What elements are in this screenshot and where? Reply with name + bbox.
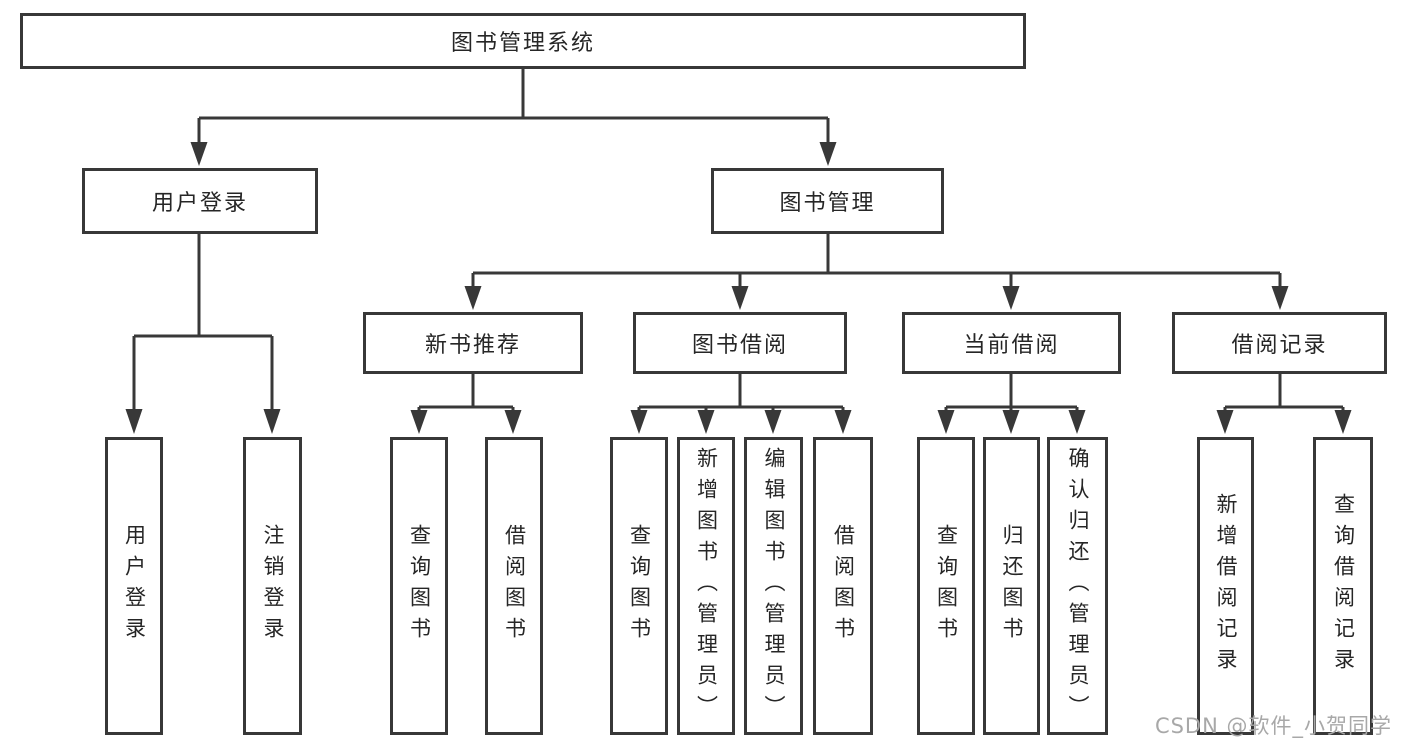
node-user-login: 用户登录	[82, 168, 318, 234]
node-library-system: 图书管理系统	[20, 13, 1026, 69]
leaf-add-book-admin: 新增图书（管理员）	[677, 437, 735, 735]
node-book-management: 图书管理	[711, 168, 944, 234]
leaf-confirm-return-admin: 确认归还（管理员）	[1047, 437, 1108, 735]
leaf-label: 新增借阅记录	[1214, 493, 1238, 679]
leaf-return-book: 归还图书	[983, 437, 1040, 735]
leaf-label: 编辑图书（管理员）	[762, 446, 786, 726]
node-borrow-records: 借阅记录	[1172, 312, 1387, 374]
leaf-label: 用户登录	[122, 524, 147, 648]
leaf-label: 借阅图书	[502, 524, 527, 648]
leaf-label: 注销登录	[261, 524, 285, 648]
leaf-borrow-book: 借阅图书	[813, 437, 873, 735]
leaf-label: 新增图书（管理员）	[694, 446, 719, 726]
leaf-label: 查询借阅记录	[1331, 493, 1356, 679]
leaf-label: 归还图书	[1000, 524, 1024, 648]
watermark: CSDN @软件_小贺同学	[1154, 714, 1392, 738]
leaf-label: 借阅图书	[831, 524, 856, 648]
node-current-borrow: 当前借阅	[902, 312, 1121, 374]
leaf-query-borrow-record: 查询借阅记录	[1313, 437, 1373, 735]
node-new-book-recommend: 新书推荐	[363, 312, 583, 374]
leaf-edit-book-admin: 编辑图书（管理员）	[744, 437, 803, 735]
leaf-label: 查询图书	[627, 524, 652, 648]
leaf-query-book-current: 查询图书	[917, 437, 975, 735]
node-book-borrow: 图书借阅	[633, 312, 847, 374]
leaf-query-book-borrow: 查询图书	[610, 437, 668, 735]
leaf-borrow-book-recommend: 借阅图书	[485, 437, 543, 735]
leaf-label: 查询图书	[407, 524, 432, 648]
leaf-add-borrow-record: 新增借阅记录	[1197, 437, 1254, 735]
leaf-query-book-recommend: 查询图书	[390, 437, 448, 735]
leaf-label: 确认归还（管理员）	[1066, 446, 1090, 726]
leaf-label: 查询图书	[934, 524, 959, 648]
leaf-user-login: 用户登录	[105, 437, 163, 735]
leaf-logout: 注销登录	[243, 437, 302, 735]
